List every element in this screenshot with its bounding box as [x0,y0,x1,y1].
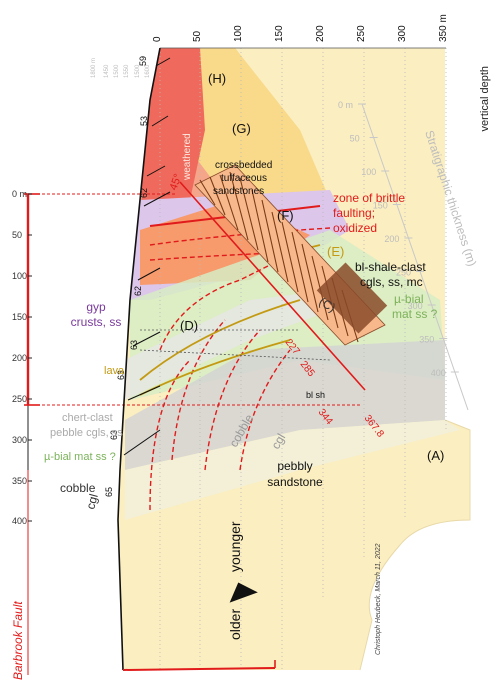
gyp-line-2: crusts, ss [71,315,122,329]
faded-tick-label: 1450 [104,64,110,78]
left-tick-label: 300 [12,435,27,445]
faded-tick-label: 1800 m [91,58,97,78]
top-tick-label: 0 [152,36,163,42]
left-tick-label: 400 [12,516,27,526]
crossbedded-line-1: crossbedded [215,160,272,171]
strat-tick-label: 100 [361,167,376,177]
brittle-line-2: faulting; [333,206,375,220]
unit-labels: (H) (G) (F) (E) (D) (C) (A) [180,71,444,463]
unit-a-label: (A) [427,448,444,463]
mubial-left-label: µ-bial mat ss ? [44,451,116,463]
left-boundary-line [117,47,161,671]
brittle-line-1: zone of brittle [333,191,405,205]
cobble-left-line-2: cgl [83,492,100,510]
strat-tick-label: 300 [408,301,423,311]
older-label: older [227,609,243,640]
mubial-right-line-1: µ-bial [394,292,424,306]
left-tick-label: 0 m [12,189,27,199]
cobble-mid-line-2: cgl [268,431,288,451]
younger-label: younger [227,521,243,572]
section-tie-lines [139,329,331,361]
mubial-right-line-2: mat ss ? [392,307,438,321]
dip-value-label: 62 [139,188,149,198]
left-tick-label: 100 [12,271,27,281]
strat-tick-label: 200 [384,234,399,244]
strat-tick-label: 250 [396,268,411,278]
strat-tick-label: 400 [431,368,446,378]
barbrook-fault-line [122,667,276,671]
lava-label: lava [104,365,125,377]
section-baseline [179,181,366,391]
bl-sh-label: bl sh [306,390,325,400]
younger-arrow-icon [229,582,258,603]
top-tick-label: 250 [356,25,367,42]
author-credit: Christoph Heubeck, March 11, 2022 [375,543,382,655]
strat-tick-label: 0 m [338,100,353,110]
left-tick-label: 150 [12,312,27,322]
top-tick-label: 300 [397,25,408,42]
dip-value-label: 53 [139,116,149,126]
faded-tick-label: 1600 [145,64,151,78]
strat-tick-label: 350 [419,335,434,345]
crossbedded-line-3: sandstones [213,186,264,197]
unit-d-label: (D) [180,318,198,333]
strat-tick-label: 50 [350,134,360,144]
faded-tick-label: 1500 [135,64,141,78]
chert-line-2: pebble cgls, ss [50,427,123,439]
dip-value-label: 63 [116,370,126,380]
dip-value-label: 63 [129,340,139,350]
left-tick-label: 50 [12,230,22,240]
barbrook-fault-label: Barbrook Fault [11,601,25,680]
top-axis-title: vertical depth [479,66,491,131]
dip-value-label: 59 [138,56,148,66]
dip-values: 59 53 62 62 63 63 63 65 [104,56,149,497]
faded-tick-label: 1550 [124,64,130,78]
unit-g-label: (G) [232,121,251,136]
weathered-label: weathered [182,133,193,181]
top-tick-label: 100 [233,25,244,42]
top-tick-label: 50 [192,30,203,42]
top-tick-label: 200 [315,25,326,42]
pebbly-line-2: sandstone [267,475,323,489]
pebbly-line-1: pebbly [277,459,312,473]
unit-h-label: (H) [208,71,226,86]
gyp-line-1: gyp [86,300,106,314]
dip-value-label: 65 [104,487,114,497]
blshale-line-1: bl-shale-clast [355,260,426,274]
unit-e-label: (E) [327,244,344,259]
lithology-body [118,48,470,670]
top-tick-label: 150 [274,25,285,42]
crossbedded-line-2: tuffaceous [221,173,267,184]
top-tick-label: 350 m [438,14,449,42]
left-tick-label: 250 [12,394,27,404]
weathered-zone [140,48,205,220]
faded-top-ticks: 1800 m 1450 1500 1550 1500 1600 [91,58,151,78]
cobble-left-line-1: cobble [60,481,96,495]
tie-lines [32,193,360,406]
strat-tick-label: 150 [373,201,388,211]
pale-band [125,420,460,520]
left-tick-label: 350 [12,476,27,486]
unit-f-label: (F) [277,208,294,223]
top-scale-ticks: 0 50 100 150 200 250 300 350 m [152,14,449,42]
dip-value-label: 63 [109,430,119,440]
dip-ticks [123,57,171,456]
brittle-line-3: oxidized [333,221,377,235]
angle-label: 45° [168,172,185,192]
body-outline-right [359,419,471,671]
left-tick-label: 200 [12,353,27,363]
dark-brown-beds [316,262,388,334]
measured-section [139,164,388,391]
left-scale-ticks: 0 m 50 100 150 200 250 300 350 400 [12,189,32,526]
dip-value-label: 62 [133,286,143,296]
faded-tick-label: 1500 [114,64,120,78]
blshale-line-2: cgls, ss, mc [360,275,423,289]
chert-line-1: chert-clast [62,412,113,424]
